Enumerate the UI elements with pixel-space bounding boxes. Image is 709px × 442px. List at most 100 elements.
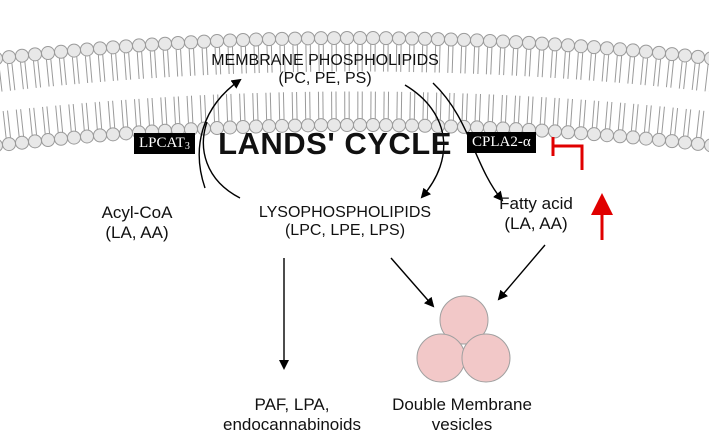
fatty-acid-name: Fatty acid	[499, 194, 573, 213]
lipid-tail	[149, 51, 153, 79]
lipid-tail	[511, 48, 514, 76]
lipid-tail	[687, 109, 692, 137]
lipid-tail	[635, 104, 639, 132]
lipid-tail	[204, 95, 207, 123]
lipid-head	[639, 44, 653, 59]
lipid-head	[80, 129, 94, 144]
lipid-tail	[214, 47, 217, 75]
vesicle	[439, 295, 489, 345]
lipid-head	[691, 49, 705, 64]
lipid-head	[353, 31, 367, 46]
lipid-head	[2, 137, 16, 152]
lipid-tail	[177, 96, 181, 124]
lipid-tail	[683, 62, 688, 90]
lipid-tail	[648, 105, 652, 133]
lipid-head	[509, 35, 523, 50]
lipid-head	[0, 52, 3, 65]
products-label: PAF, LPA, endocannabinoids	[212, 395, 372, 434]
lipid-tail	[678, 61, 683, 89]
lipid-tail	[622, 103, 626, 131]
lipid-tail	[513, 95, 517, 123]
products-line2: endocannabinoids	[222, 414, 361, 434]
lipid-head	[665, 47, 679, 62]
lipid-tail	[563, 51, 566, 79]
lipid-head	[626, 43, 640, 58]
lipid-tail	[682, 108, 687, 136]
lipid-tail	[526, 96, 530, 124]
lipid-tail	[447, 45, 450, 73]
lpcat-subscript: 3	[184, 141, 190, 152]
lipid-tail	[193, 48, 196, 76]
lipid-tail	[218, 47, 222, 75]
lipid-head	[652, 132, 666, 147]
lipid-tail	[2, 110, 7, 138]
lipid-head	[15, 135, 29, 150]
lipid-tail	[206, 47, 209, 76]
lipid-head	[379, 31, 393, 46]
lipid-tail	[292, 45, 294, 73]
lipid-head	[132, 38, 146, 53]
lipid-tail	[225, 94, 229, 122]
lipid-tail	[85, 102, 90, 130]
lipid-head	[236, 32, 250, 47]
lipid-tail	[190, 95, 194, 123]
lipid-tail	[282, 92, 285, 120]
lipid-tail	[524, 49, 527, 77]
lipid-tail	[630, 103, 635, 131]
lipid-tail	[640, 57, 644, 85]
lipid-head	[587, 127, 601, 142]
lipid-tail	[583, 99, 587, 127]
lipid-tail	[544, 97, 547, 125]
lipid-head	[457, 32, 471, 47]
lipid-tail	[700, 110, 705, 138]
lipid-tail	[627, 56, 631, 84]
lipid-tail	[257, 45, 260, 73]
lipid-tail	[591, 100, 595, 128]
lipid-head	[145, 37, 159, 52]
lipid-head	[340, 31, 354, 46]
lipid-tail	[46, 106, 51, 134]
lipid-head	[678, 48, 692, 63]
lipid-head	[587, 40, 601, 55]
lipid-tail	[239, 93, 242, 121]
lipid-head	[262, 32, 276, 47]
lipid-tail	[147, 98, 150, 126]
lpcat-main: LPCAT	[139, 135, 185, 151]
lipid-tail	[552, 97, 556, 125]
lipid-head	[600, 41, 614, 56]
vesicles-line1: Double Membrane	[392, 395, 532, 414]
lipid-head	[704, 138, 709, 153]
lipid-tail	[0, 69, 3, 92]
lipid-tail	[33, 107, 38, 135]
lipid-tail	[115, 53, 119, 81]
lipid-head	[210, 34, 224, 49]
lipid-tail	[72, 103, 77, 131]
vesicles-label: Double Membrane vesicles	[372, 395, 552, 434]
lipid-tail	[63, 58, 67, 85]
lipid-tail	[278, 92, 281, 120]
lysophospholipids-examples: (LPC, LPE, LPS)	[284, 222, 406, 240]
lipid-tail	[515, 48, 519, 76]
lipid-tail	[477, 46, 480, 74]
inhibition-mark	[551, 137, 584, 170]
membrane-subtitle: (PC, PE, PS)	[278, 70, 372, 88]
lipid-head	[54, 131, 68, 146]
lipid-tail	[503, 48, 506, 76]
lipid-tail	[283, 45, 286, 73]
lipid-tail	[125, 99, 129, 127]
lipid-tail	[252, 93, 255, 121]
lipid-tail	[421, 45, 424, 73]
membrane-bilayer	[0, 31, 709, 153]
lipid-tail	[265, 92, 268, 120]
lipid-tail	[164, 97, 168, 125]
lipid-tail	[97, 54, 102, 82]
lipid-tail	[199, 95, 202, 123]
lipid-tail	[490, 47, 493, 75]
lipid-tail	[37, 60, 42, 88]
lipid-tail	[217, 94, 220, 122]
lipid-tail	[136, 52, 140, 80]
lipid-head	[2, 50, 16, 65]
lipid-tail	[266, 45, 269, 73]
lipid-tail	[426, 92, 429, 120]
